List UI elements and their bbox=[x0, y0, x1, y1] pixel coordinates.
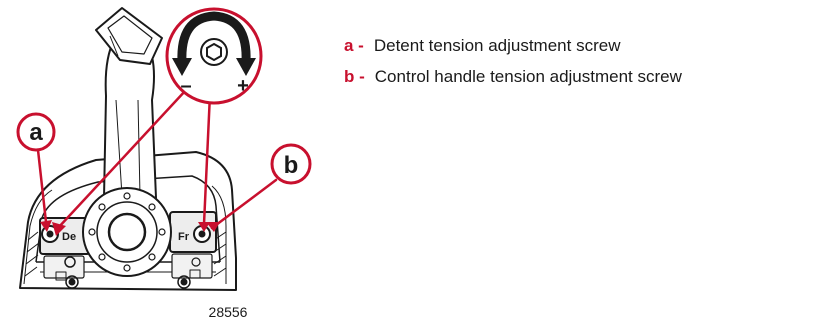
hex-screw-icon bbox=[200, 38, 228, 66]
panel-label-right: Fr bbox=[178, 231, 190, 243]
leader-line-inset-left bbox=[56, 88, 188, 230]
rotate-arrow-head-left bbox=[172, 58, 192, 76]
legend-text-b: Control handle tension adjustment screw bbox=[374, 67, 682, 86]
callout-a-letter: a bbox=[29, 119, 43, 146]
control-handle bbox=[82, 7, 172, 277]
adjust-direction-inset: – + bbox=[165, 7, 263, 105]
legend: a - Detent tension adjustment screw b - Co… bbox=[344, 30, 682, 92]
rotate-arrow-head-right bbox=[236, 58, 256, 76]
leader-lines bbox=[36, 88, 278, 230]
direction-minus-label: – bbox=[180, 75, 191, 97]
leader-line-b bbox=[210, 178, 278, 230]
legend-item-b: b - Control handle tension adjustment scr… bbox=[344, 61, 682, 92]
leader-arrowheads bbox=[40, 220, 220, 236]
callout-a: a bbox=[16, 112, 56, 152]
direction-plus-label: + bbox=[237, 75, 249, 97]
rotate-arrow-icon bbox=[177, 11, 251, 63]
callout-b-letter: b bbox=[284, 152, 299, 179]
figure-number: 28556 bbox=[209, 304, 248, 320]
leader-line-inset-right bbox=[202, 92, 212, 226]
legend-key-a: a - bbox=[344, 36, 364, 55]
leader-line-a bbox=[36, 148, 48, 224]
legend-text-a: Detent tension adjustment screw bbox=[373, 36, 621, 55]
legend-item-a: a - Detent tension adjustment screw bbox=[344, 30, 682, 61]
panel-label-left: De bbox=[62, 231, 76, 243]
hex-socket-icon bbox=[206, 42, 222, 62]
legend-key-b: b - bbox=[344, 67, 365, 86]
callout-b: b bbox=[270, 143, 312, 185]
handle-tension-screw bbox=[193, 225, 211, 243]
